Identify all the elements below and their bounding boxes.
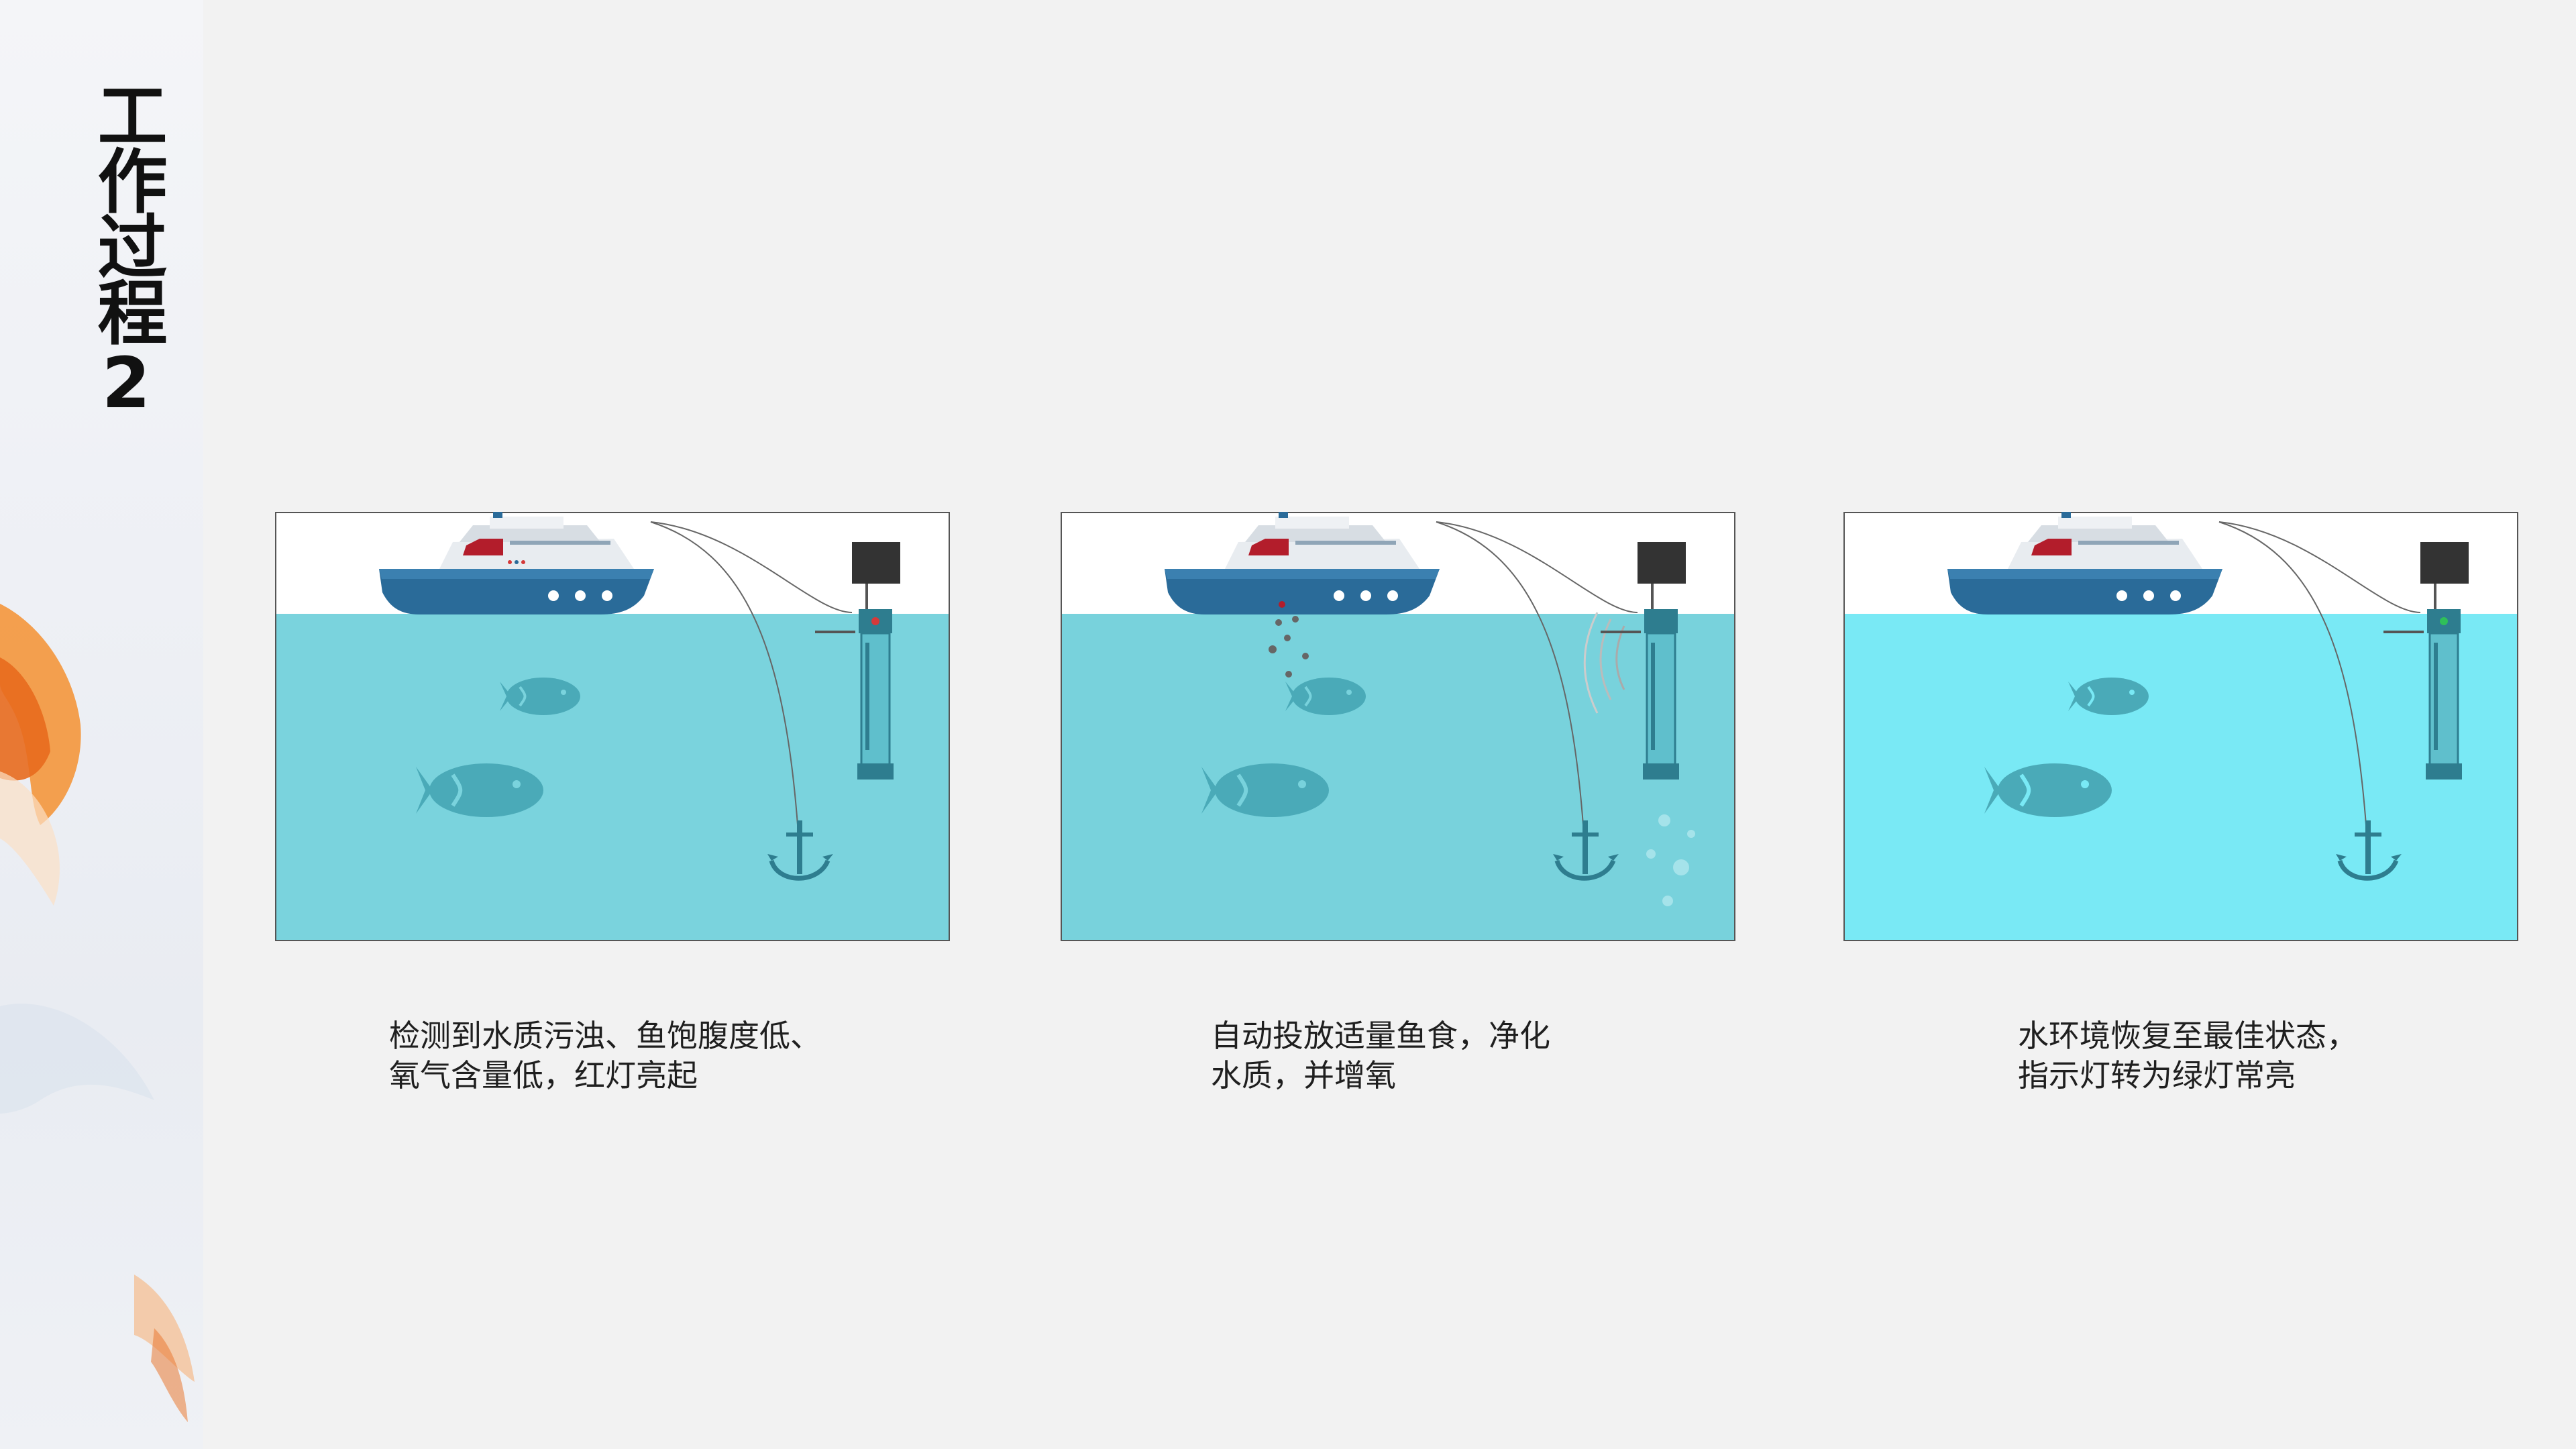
- sensor-device-icon: [1601, 542, 1686, 780]
- anchor-icon: [1553, 820, 1619, 881]
- caption-line: 水质，并增氧: [1211, 1057, 1396, 1093]
- fish-icon: [416, 763, 543, 817]
- step-caption-1: 检测到水质污浊、鱼饱腹度低、 氧气含量低，红灯亮起: [389, 1016, 821, 1095]
- koi-fish-decoration: [0, 604, 195, 1422]
- page-title: 工作过程2: [85, 79, 167, 420]
- step-panel-3: [1843, 512, 2518, 941]
- fish-icon: [1201, 763, 1329, 817]
- water-area: [276, 614, 949, 940]
- fish-icon: [1984, 763, 2112, 817]
- caption-line: 氧气含量低，红灯亮起: [389, 1057, 698, 1093]
- step-panel-1: [275, 512, 950, 941]
- water-area: [1845, 614, 2517, 940]
- fish-icon: [2068, 678, 2149, 715]
- sensor-device-icon: [815, 542, 900, 780]
- anchor-icon: [2336, 820, 2402, 881]
- caption-line: 指示灯转为绿灯常亮: [2018, 1057, 2296, 1093]
- caption-line: 检测到水质污浊、鱼饱腹度低、: [389, 1018, 821, 1054]
- step-caption-3: 水环境恢复至最佳状态， 指示灯转为绿灯常亮: [2018, 1016, 2357, 1095]
- fish-icon: [500, 678, 580, 715]
- step-caption-2: 自动投放适量鱼食，净化 水质，并增氧: [1211, 1016, 1550, 1095]
- bubbles-icon: [1646, 814, 1695, 906]
- caption-line: 自动投放适量鱼食，净化: [1211, 1018, 1550, 1054]
- step-panel-2: [1061, 512, 1735, 941]
- water-area: [1062, 614, 1734, 940]
- boat-icon: [1947, 512, 2222, 614]
- boat-icon: [379, 512, 654, 614]
- boat-icon: [1165, 512, 1440, 614]
- fish-icon: [1285, 678, 1366, 715]
- caption-line: 水环境恢复至最佳状态，: [2018, 1018, 2357, 1054]
- anchor-icon: [767, 820, 833, 881]
- sensor-device-icon: [2383, 542, 2469, 780]
- sidebar-decor: 工作过程2: [0, 0, 203, 1449]
